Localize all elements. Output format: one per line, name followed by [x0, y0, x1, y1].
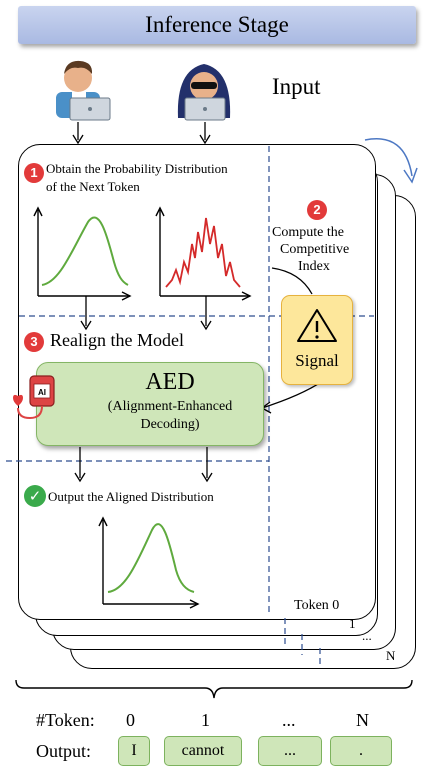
benign-curve	[41, 216, 129, 286]
stack-curved-arrow	[364, 138, 413, 177]
token-index-1: 1	[201, 710, 210, 730]
output-token-0: I	[118, 736, 150, 766]
step2-text-line1: Compute the	[272, 225, 344, 240]
svg-text:AI: AI	[38, 388, 46, 397]
aed-subtitle-line1: (Alignment-Enhanced	[107, 399, 233, 414]
index-to-signal-arrow	[271, 267, 313, 295]
step1-badge: 1	[24, 163, 44, 183]
aligned-curve	[107, 523, 195, 593]
aed-subtitle-line2: Decoding)	[140, 417, 200, 432]
step2-text-line3: Index	[298, 259, 330, 274]
token-row-label: #Token:	[36, 710, 95, 730]
step2-text-line2: Competitive	[280, 242, 350, 257]
aed-box: AED (Alignment-Enhanced Decoding)	[36, 362, 264, 446]
step3-text: Realign the Model	[50, 330, 184, 350]
ellipsis-label: ...	[362, 628, 372, 643]
input-label: Input	[272, 74, 321, 99]
aligned-distribution-plot	[98, 516, 200, 609]
stage-title-banner: Inference Stage	[18, 6, 416, 44]
step2-badge: 2	[307, 200, 327, 220]
token-index-n: N	[356, 710, 369, 730]
signal-box: Signal	[281, 295, 353, 385]
output-token-1: cannot	[164, 736, 242, 766]
stage-title: Inference Stage	[145, 12, 289, 37]
token-index-0: 0	[126, 710, 135, 730]
attack-curve	[165, 217, 241, 288]
step3-badge: 3	[24, 332, 44, 352]
step1-text-line2: of the Next Token	[46, 179, 140, 194]
bottom-brace	[15, 679, 413, 699]
benign-distribution-plot	[33, 206, 132, 301]
benign-user-icon	[56, 60, 111, 121]
tokenN-label: N	[386, 648, 396, 663]
check-icon: ✓	[24, 485, 46, 507]
output-token-n: .	[330, 736, 392, 766]
hacker-user-icon	[177, 64, 231, 121]
token0-label: Token 0	[294, 598, 340, 613]
attack-distribution-plot	[155, 206, 252, 301]
signal-label: Signal	[295, 351, 339, 370]
token1-label: 1	[349, 616, 356, 631]
token-index-ellipsis: ...	[282, 710, 296, 730]
aed-title: AED	[145, 369, 195, 395]
step1-text-line1: Obtain the Probability Distribution	[46, 161, 228, 176]
output-token-ellipsis: ...	[258, 736, 322, 766]
step4-text: Output the Aligned Distribution	[48, 489, 214, 504]
output-row-label: Output:	[36, 741, 92, 761]
warning-icon	[297, 309, 337, 342]
